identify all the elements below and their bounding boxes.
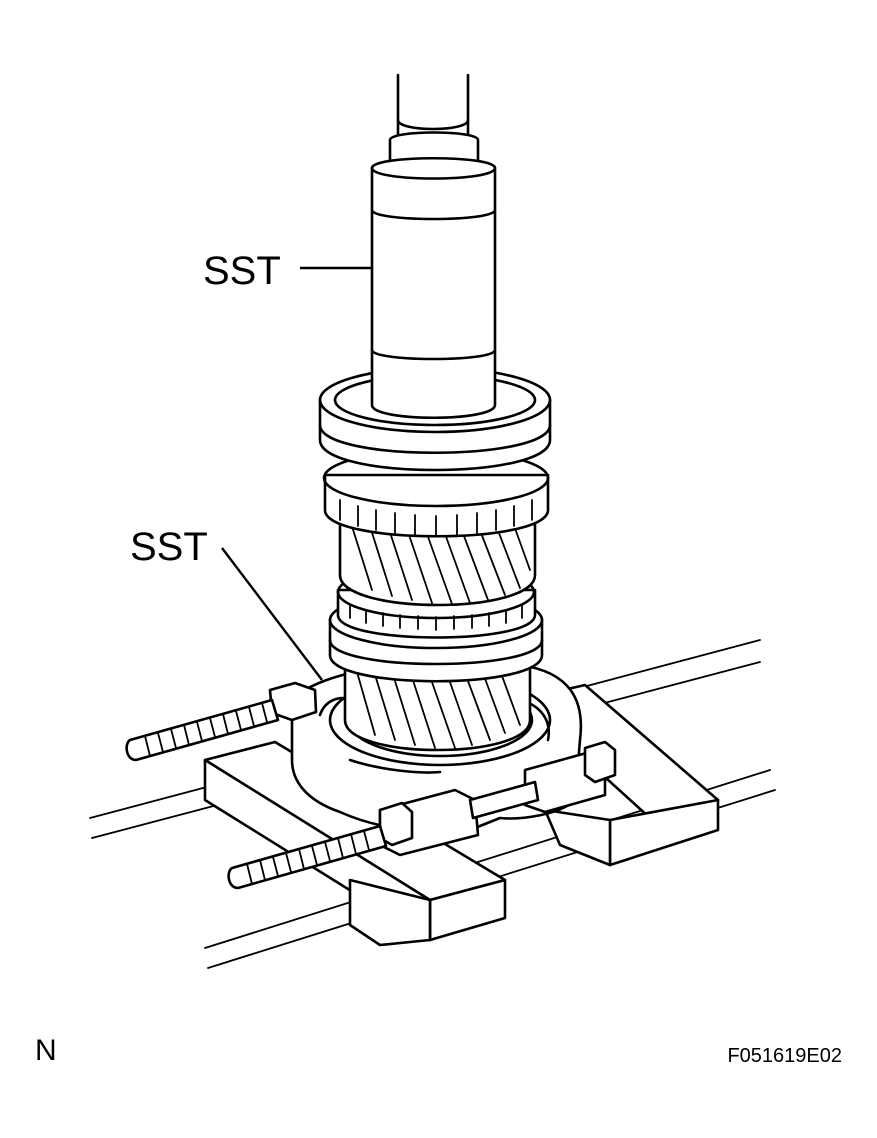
figure-code: F051619E02 — [727, 1045, 842, 1067]
puller-bolt-icon — [125, 698, 388, 890]
sst-lower-label: SST — [130, 525, 208, 569]
corner-letter: N — [35, 1034, 57, 1067]
press-ram-icon — [370, 73, 497, 419]
sst-upper-label: SST — [203, 249, 281, 293]
sst-lower-leader — [221, 547, 323, 681]
gear-stack-icon — [318, 366, 552, 752]
